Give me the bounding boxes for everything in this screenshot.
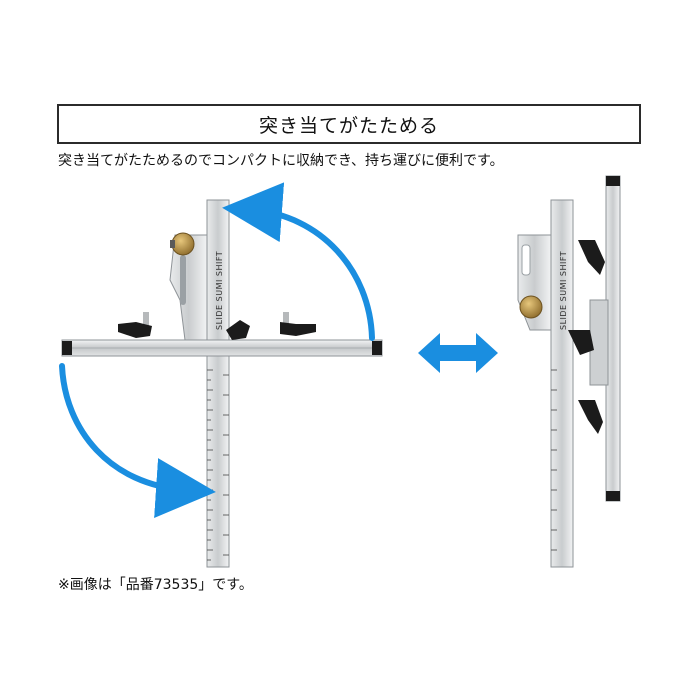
- brass-knob: [171, 232, 195, 256]
- note-text: ※画像は「品番73535」です。: [58, 577, 253, 593]
- folded-lever-knob-middle: [568, 330, 594, 355]
- lever-knob-right: [280, 312, 316, 336]
- folded-ruler-vertical: [550, 199, 574, 568]
- folded-brass-knob: [519, 295, 543, 319]
- tool-folded: SLIDE SUMI SHIFT: [517, 175, 621, 568]
- rotate-arrow-bottom-icon: [59, 363, 216, 518]
- lever-knob-center: [226, 320, 250, 340]
- section-title: 突き当てがたためる: [258, 114, 439, 137]
- swap-double-arrow-icon: [418, 333, 498, 373]
- folded-lever-knob-top: [578, 240, 605, 275]
- folded-ruler-ticks: [551, 369, 557, 551]
- folded-lever-knob-bottom: [578, 400, 603, 434]
- ruler-brand-text: SLIDE SUMI SHIFT: [215, 251, 224, 330]
- section-title-box: 突き当てがたためる: [57, 104, 641, 144]
- lever-knob-left: [118, 312, 152, 338]
- description-text: 突き当てがたためるのでコンパクトに収納でき、持ち運びに便利です。: [58, 153, 504, 169]
- tool-unfolded: SLIDE SUMI SHIFT: [61, 199, 383, 568]
- rotate-arrow-top-icon: [222, 182, 375, 341]
- folded-ruler-brand-text: SLIDE SUMI SHIFT: [559, 251, 568, 330]
